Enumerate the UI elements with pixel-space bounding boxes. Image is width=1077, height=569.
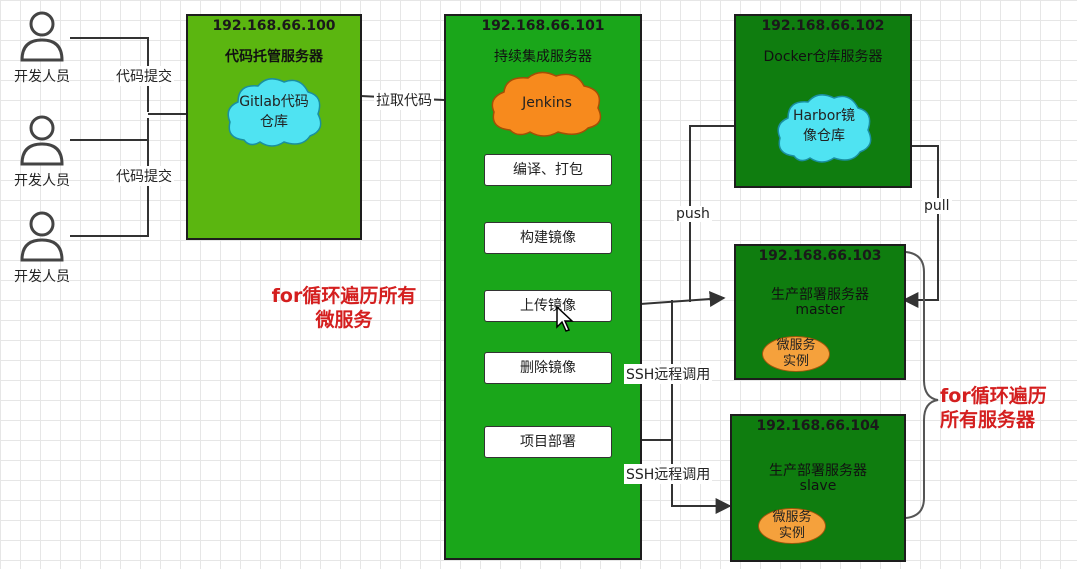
prod-master-name: 生产部署服务器 bbox=[771, 287, 869, 303]
pull-code-label: 拉取代码 bbox=[374, 90, 434, 110]
prod-master-role: master bbox=[795, 302, 845, 318]
user-icon bbox=[20, 211, 64, 262]
dev1-commit-line bbox=[70, 37, 149, 112]
developer-3-label: 开发人员 bbox=[14, 269, 70, 285]
commit-label-2: 代码提交 bbox=[114, 166, 174, 186]
prod-slave-instance-line-2: 实例 bbox=[778, 526, 805, 541]
loop-servers-note: for循环遍历 所有服务器 bbox=[940, 384, 1070, 432]
loop-servers-line-1: for循环遍历 bbox=[940, 385, 1047, 407]
loop-services-line-1: for循环遍历所有 bbox=[271, 285, 417, 307]
user-icon bbox=[20, 11, 64, 62]
prod-slave-role: slave bbox=[799, 478, 837, 494]
harbor-cloud-line-2: 像仓库 bbox=[803, 128, 845, 144]
prod-master-instance: 微服务 实例 bbox=[762, 336, 830, 372]
prod-slave-name: 生产部署服务器 bbox=[769, 463, 867, 479]
prod-master-instance-line-2: 实例 bbox=[782, 354, 809, 369]
developer-3 bbox=[14, 206, 70, 266]
step-compile-package: 编译、打包 bbox=[484, 154, 612, 186]
jenkins-cloud bbox=[491, 71, 602, 137]
developer-1-label: 开发人员 bbox=[14, 69, 70, 85]
gitlab-cloud-line-2: 仓库 bbox=[260, 114, 288, 130]
docker-server-name: Docker仓库服务器 bbox=[763, 49, 883, 65]
gitlab-server-name: 代码托管服务器 bbox=[225, 49, 323, 65]
push-label: push bbox=[674, 206, 712, 222]
ssh-label-2: SSH远程调用 bbox=[624, 464, 713, 484]
jenkins-label: Jenkins bbox=[522, 95, 572, 111]
prod-master-instance-line-1: 微服务 bbox=[776, 338, 816, 353]
docker-server-ip: 192.168.66.102 bbox=[761, 18, 885, 34]
step-build-image: 构建镜像 bbox=[484, 222, 612, 254]
prod-master-ip: 192.168.66.103 bbox=[758, 248, 882, 264]
loop-services-note: for循环遍历所有 微服务 bbox=[244, 284, 444, 332]
developer-2-label: 开发人员 bbox=[14, 173, 70, 189]
prod-slave-instance-line-1: 微服务 bbox=[772, 510, 812, 525]
developer-1 bbox=[14, 6, 70, 66]
ssh-label-1: SSH远程调用 bbox=[624, 364, 713, 384]
mouse-cursor-icon bbox=[556, 306, 574, 332]
pull-label: pull bbox=[922, 198, 952, 214]
prod-slave-instance: 微服务 实例 bbox=[758, 508, 826, 544]
gitlab-cloud-line-1: Gitlab代码 bbox=[239, 94, 309, 110]
commit-label-1: 代码提交 bbox=[114, 66, 174, 86]
ci-server-name: 持续集成服务器 bbox=[494, 49, 592, 65]
step-upload-image: 上传镜像 bbox=[484, 290, 612, 322]
gitlab-server-ip: 192.168.66.100 bbox=[212, 18, 336, 34]
developer-2 bbox=[14, 110, 70, 170]
harbor-cloud bbox=[777, 94, 872, 163]
harbor-cloud-line-1: Harbor镜 bbox=[792, 108, 856, 124]
servers-brace bbox=[905, 251, 939, 519]
user-icon bbox=[20, 115, 64, 166]
dev3-commit-line bbox=[70, 118, 149, 237]
ci-server-ip: 192.168.66.101 bbox=[481, 18, 605, 34]
step-deploy-project: 项目部署 bbox=[484, 426, 612, 458]
prod-slave-ip: 192.168.66.104 bbox=[756, 418, 880, 434]
loop-services-line-2: 微服务 bbox=[315, 309, 373, 331]
loop-servers-line-2: 所有服务器 bbox=[940, 409, 1036, 431]
step-delete-image: 删除镜像 bbox=[484, 352, 612, 384]
gitlab-cloud bbox=[227, 78, 322, 147]
